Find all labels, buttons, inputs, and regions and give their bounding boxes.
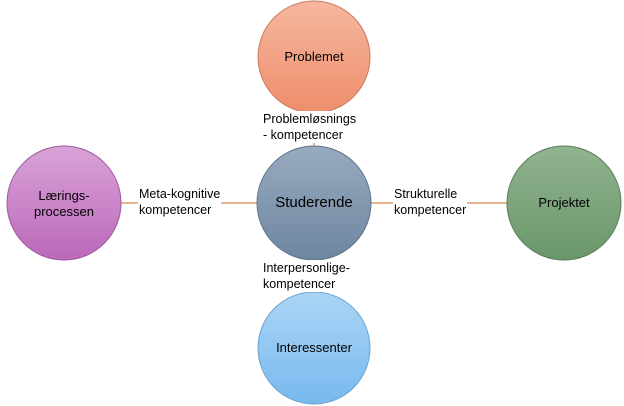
node-circle-interessenter [257, 291, 371, 405]
edge-label-metakognitive: Meta-kognitive kompetencer [138, 186, 222, 218]
edge-label-interpersonlige: Interpersonlige- kompetencer [262, 260, 351, 292]
node-circle-problemet [257, 0, 371, 114]
node-circle-projektet [506, 145, 622, 261]
edge-label-strukturelle: Strukturelle kompetencer [393, 186, 468, 218]
edge-label-problemloesning: Problemløsnings - kompetencer [262, 111, 358, 143]
node-circle-studerende [256, 145, 372, 261]
node-circle-laeringsprocessen [6, 145, 122, 261]
